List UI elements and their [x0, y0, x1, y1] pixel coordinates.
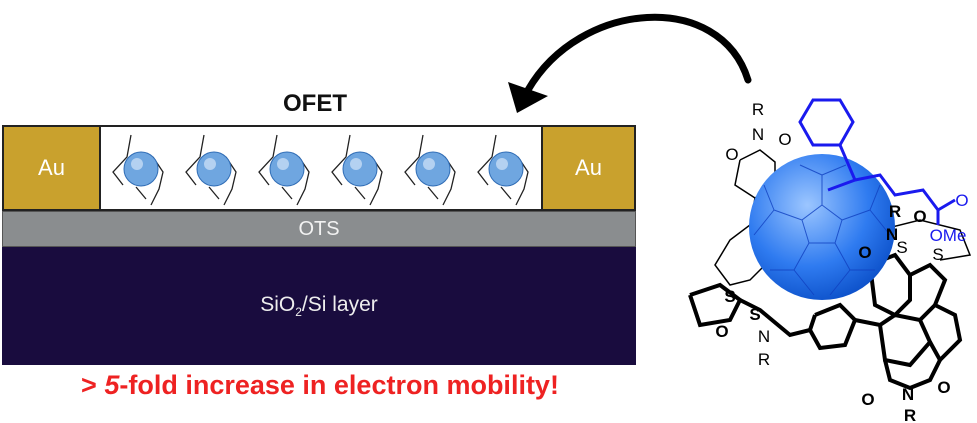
molecule-icon	[112, 134, 164, 206]
atom-label: O	[937, 378, 950, 397]
semiconductor-channel	[99, 125, 543, 211]
fullerene-sphere	[749, 154, 895, 300]
ofet-device-diagram: Au Au OTS SiO2/Si layer	[2, 125, 636, 365]
result-caption: > 5-fold increase in electron mobility!	[81, 370, 559, 400]
atom-label: O	[861, 390, 874, 409]
atom-label: O	[858, 243, 871, 262]
gold-electrode-left: Au	[2, 125, 101, 211]
atom-label: N	[752, 125, 764, 144]
atom-label: R	[752, 100, 764, 119]
atom-label: O	[913, 207, 926, 226]
atom-label: S	[932, 245, 943, 264]
atom-label: O	[778, 130, 791, 149]
atom-label: N	[758, 327, 770, 346]
front-perylene-frame	[688, 252, 963, 391]
substrate-layer: SiO2/Si layer	[2, 247, 636, 365]
atom-label: R	[904, 406, 916, 423]
molecule-icon	[404, 134, 456, 206]
atom-label: S	[896, 238, 907, 257]
molecule-array	[112, 134, 529, 206]
molecule-icon	[185, 134, 237, 206]
atom-label: O	[955, 191, 968, 210]
arrowhead-icon	[508, 82, 548, 113]
atom-label: S	[749, 305, 760, 324]
atom-label: OMe	[930, 226, 967, 245]
substrate-label: SiO2/Si layer	[260, 292, 378, 320]
atom-label: N	[902, 385, 914, 404]
ots-layer: OTS	[2, 211, 636, 247]
molecule-icon	[477, 134, 529, 206]
gold-electrode-right: Au	[541, 125, 636, 211]
atom-label: R	[758, 350, 770, 369]
atom-label: N	[886, 225, 898, 244]
molecule-icon	[258, 134, 310, 206]
atom-label: R	[889, 202, 901, 221]
fullerene-cage	[753, 164, 891, 296]
atom-label: S	[724, 287, 735, 306]
atom-label: O	[715, 322, 728, 341]
device-title: OFET	[283, 90, 347, 117]
atom-label: O	[725, 145, 738, 164]
molecule-structure: R N O O O OMe R N O S S O S S N R O O N …	[688, 98, 972, 423]
molecule-icon	[331, 134, 383, 206]
pcbm-side-chain	[798, 98, 956, 225]
